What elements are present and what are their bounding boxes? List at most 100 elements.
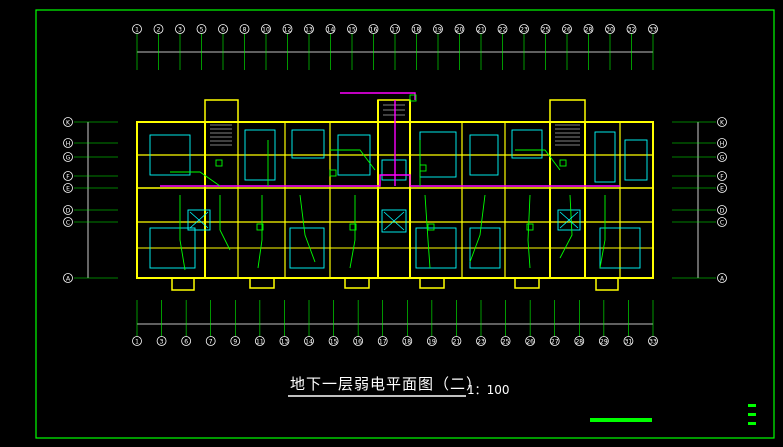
svg-text:7: 7 [209,338,213,345]
top-axis-bubble-28: 28 [583,24,594,34]
svg-text:30: 30 [606,26,614,33]
svg-text:2: 2 [157,26,161,33]
bottom-axis-bubble-9: 9 [230,336,241,346]
svg-text:28: 28 [575,338,583,345]
top-axis-bubble-16: 16 [368,24,379,34]
svg-text:14: 14 [327,26,335,33]
top-axis-bubble-6: 6 [218,24,228,34]
svg-text:22: 22 [499,26,507,33]
svg-text:32: 32 [628,26,636,33]
right-axis-bubble-H: H [717,138,727,148]
svg-text:K: K [66,119,71,126]
title-block-mark-1 [748,404,756,407]
bottom-axis-bubble-27: 27 [549,336,560,346]
top-axis-bubble-33: 33 [648,24,658,34]
bottom-axis-bubble-29: 29 [598,336,609,346]
svg-text:21: 21 [453,338,461,345]
svg-text:31: 31 [625,338,633,345]
right-axis-bubble-F: F [717,171,727,181]
svg-text:28: 28 [585,26,593,33]
bottom-axis-bubble-18: 18 [402,336,413,346]
top-axis-bubble-3: 3 [175,24,185,34]
title-block-mark-2 [748,413,756,416]
left-axis-bubble-D: D [63,205,73,215]
room-partitions [149,129,648,269]
svg-text:5: 5 [200,26,204,33]
right-axis-bubble-A: A [717,273,727,283]
bottom-axis-bubble-28: 28 [574,336,585,346]
svg-text:18: 18 [413,26,421,33]
drawing-title: 地下一层弱电平面图（二） [290,375,483,393]
bottom-axis-bubble-25: 25 [500,336,511,346]
svg-text:33: 33 [649,26,657,33]
bottom-axis-bubble-33: 33 [648,336,658,346]
svg-text:19: 19 [434,26,442,33]
top-axis-bubble-32: 32 [626,24,637,34]
top-axis-bubble-26: 26 [562,24,572,34]
svg-text:E: E [66,185,70,192]
svg-text:G: G [720,154,725,161]
left-axis-bubble-F: F [63,171,73,181]
svg-text:11: 11 [256,338,264,345]
top-axis-bubble-8: 8 [239,24,250,34]
svg-text:3: 3 [160,338,164,345]
svg-text:H: H [66,140,71,147]
bottom-axis-bubble-3: 3 [156,336,167,346]
svg-text:18: 18 [403,338,411,345]
svg-text:D: D [720,207,725,214]
svg-text:16: 16 [354,338,362,345]
svg-text:1: 1 [135,338,139,345]
svg-text:25: 25 [502,338,510,345]
svg-text:A: A [720,275,725,282]
svg-text:15: 15 [348,26,356,33]
svg-text:27: 27 [551,338,559,345]
elevator-shafts [189,211,579,231]
bottom-axis-bubble-14: 14 [304,336,314,346]
top-axis-bubble-12: 12 [282,24,293,34]
svg-text:25: 25 [542,26,550,33]
svg-text:23: 23 [520,26,528,33]
svg-text:16: 16 [370,26,378,33]
svg-text:1: 1 [135,26,139,33]
branch-wiring [170,140,606,271]
bottom-axis-bubble-15: 15 [328,336,339,346]
bottom-axis-bubble-26: 26 [525,336,536,346]
svg-text:12: 12 [284,26,292,33]
svg-text:15: 15 [330,338,338,345]
svg-text:A: A [66,275,71,282]
right-axis-bubble-K: K [717,117,727,127]
svg-text:G: G [66,154,71,161]
top-axis-bubble-21: 21 [476,24,486,34]
top-axis-bubble-30: 30 [605,24,615,34]
top-axis-bubble-17: 17 [390,24,400,34]
svg-text:9: 9 [233,338,237,345]
top-axis-bubble-10: 10 [261,24,271,34]
svg-text:14: 14 [305,338,313,345]
title-block-bar [590,418,652,422]
svg-text:H: H [720,140,725,147]
bottom-axis-bubble-19: 19 [426,336,437,346]
svg-text:C: C [720,219,724,226]
right-axis-bubble-D: D [717,205,727,215]
svg-text:13: 13 [305,26,313,33]
left-axis-bubble-E: E [63,183,73,193]
top-axis-bubble-25: 25 [540,24,551,34]
top-axis-bubble-2: 2 [153,24,164,34]
top-axis-bubble-15: 15 [347,24,357,34]
svg-text:17: 17 [379,338,387,345]
bottom-axis-bubble-11: 11 [254,336,265,346]
bottom-axis-bubble-21: 21 [451,336,462,346]
svg-text:26: 26 [526,338,534,345]
svg-text:F: F [66,173,70,180]
svg-text:F: F [720,173,724,180]
right-axis-bubble-E: E [717,183,727,193]
svg-text:C: C [66,219,70,226]
bottom-axis-bubble-23: 23 [476,336,486,346]
svg-text:20: 20 [456,26,464,33]
svg-text:6: 6 [184,338,188,345]
svg-text:E: E [720,185,724,192]
svg-text:8: 8 [243,26,247,33]
